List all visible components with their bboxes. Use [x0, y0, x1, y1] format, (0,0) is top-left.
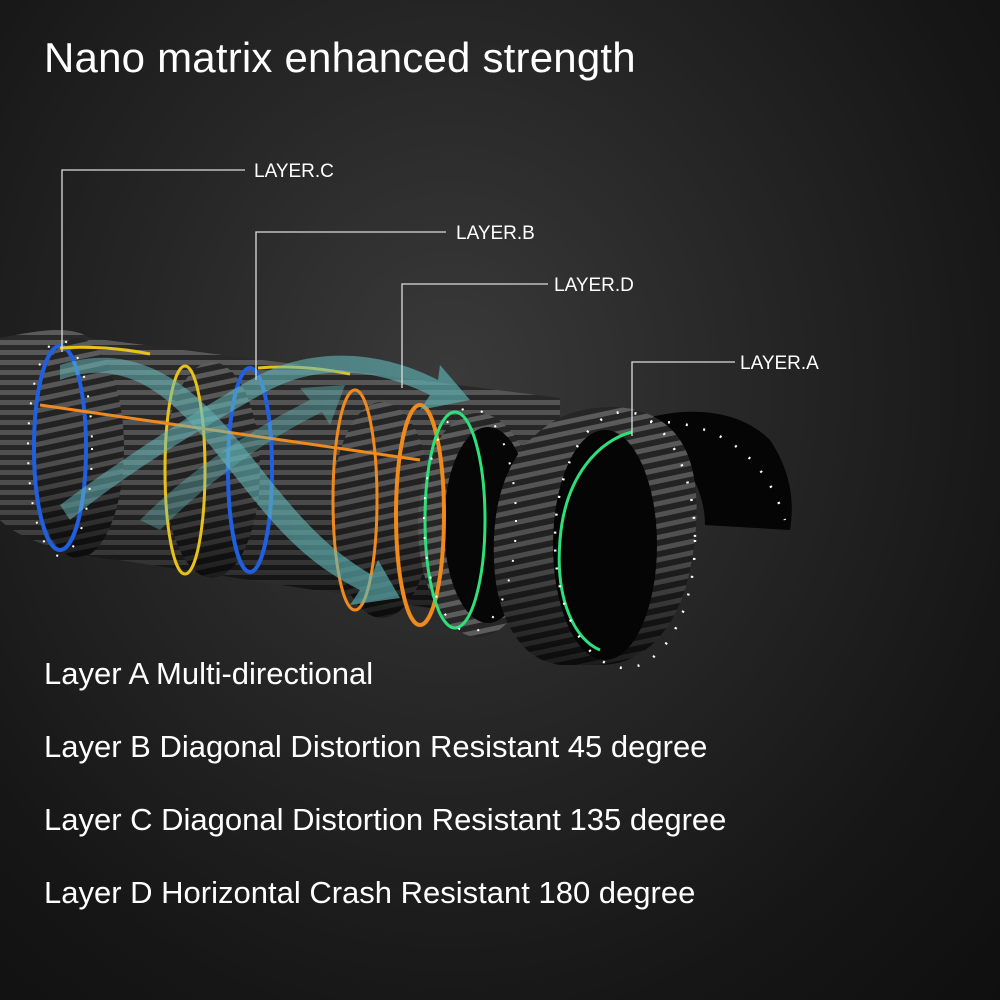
callout-layer-c: LAYER.C	[254, 161, 334, 182]
callout-lines	[61, 169, 735, 436]
twist-arrows	[60, 355, 470, 605]
layer-c-ring	[32, 344, 88, 552]
layer-a-section	[493, 407, 792, 670]
callout-layer-d: LAYER.D	[554, 275, 634, 296]
layer-b-description: Layer B Diagonal Distortion Resistant 45…	[44, 729, 708, 764]
callout-layer-a: LAYER.A	[740, 353, 819, 374]
page-title: Nano matrix enhanced strength	[44, 34, 636, 81]
layer-c-description: Layer C Diagonal Distortion Resistant 13…	[44, 802, 727, 837]
callout-layer-b: LAYER.B	[456, 223, 535, 244]
layer-description-list: Layer A Multi-directional Layer B Diagon…	[44, 656, 726, 948]
layer-a-description: Layer A Multi-directional	[44, 656, 374, 691]
layer-d-description: Layer D Horizontal Crash Resistant 180 d…	[44, 875, 696, 910]
